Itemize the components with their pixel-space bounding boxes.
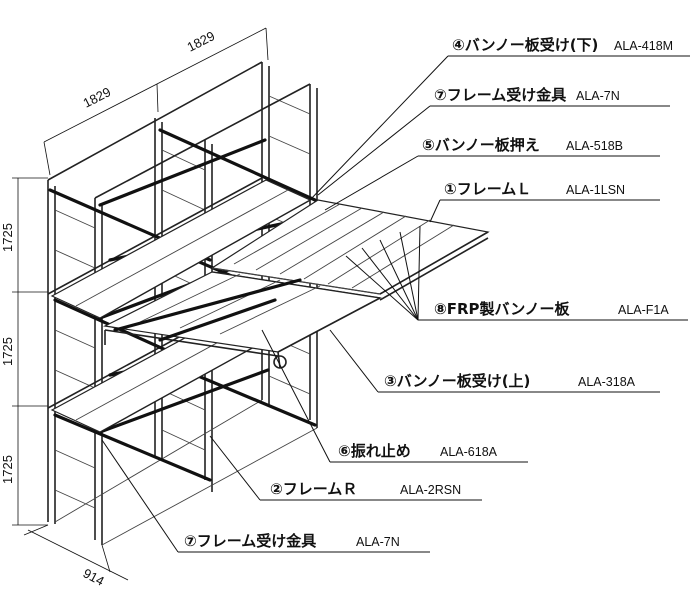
dim-height-1: 1725 [0,223,15,252]
label-name: ①フレームＬ [444,180,531,198]
label-code: ALA-7N [576,89,620,103]
callout-labels: ④バンノー板受け(下) ALA-418M ⑦フレーム受け金具 ALA-7N ⑤バ… [184,36,673,550]
dim-span-1: 1829 [81,84,114,110]
label-code: ALA-518B [566,139,623,153]
label-name: ③バンノー板受け(上) [384,372,530,390]
dim-span-2: 1829 [185,28,218,54]
label-name: ⑦フレーム受け金具 [434,86,566,104]
label-code: ALA-318A [578,375,636,389]
label-name: ⑦フレーム受け金具 [184,532,316,550]
dimension-lines [12,27,269,581]
label-code: ALA-418M [614,39,673,53]
label-name: ⑧FRP製バンノー板 [434,300,570,318]
label-name: ④バンノー板受け(下) [452,36,598,54]
label-code: ALA-2RSN [400,483,461,497]
dim-height-3: 1725 [0,455,15,484]
label-code: ALA-F1A [618,303,669,317]
label-name: ⑤バンノー板押え [422,136,540,154]
label-name: ②フレームＲ [270,480,357,498]
frame-left-front [47,180,103,545]
label-code: ALA-1LSN [566,183,625,197]
label-code: ALA-618A [440,445,498,459]
leader-lines [101,55,690,553]
label-name: ⑥振れ止め [338,442,411,460]
label-code: ALA-7N [356,535,400,549]
dim-height-2: 1725 [0,337,15,366]
dim-depth: 914 [81,565,107,588]
